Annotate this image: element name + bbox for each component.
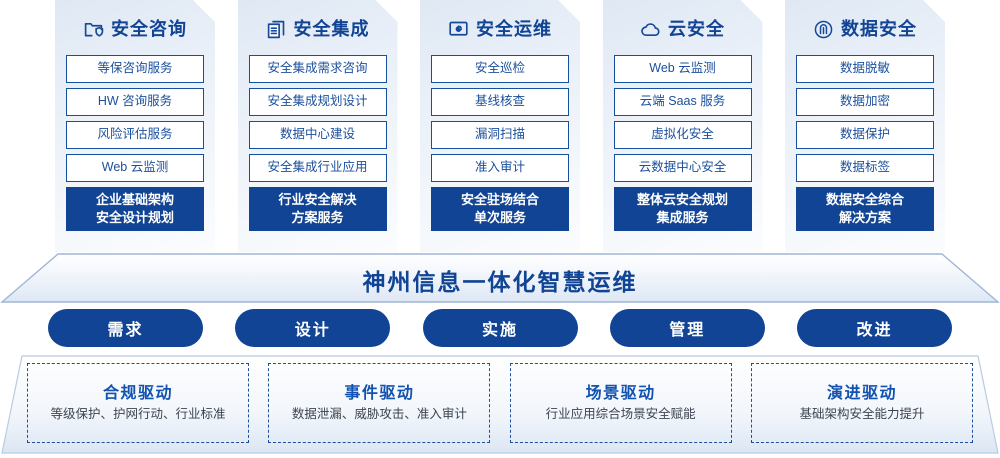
folder-shield-icon	[83, 19, 104, 40]
service-item[interactable]: 安全巡检	[431, 55, 569, 83]
card-title: 云安全	[668, 19, 725, 39]
service-item[interactable]: Web 云监测	[66, 154, 204, 182]
card-highlight-banner[interactable]: 企业基础架构 安全设计规划	[66, 187, 204, 231]
pillar-card-security-integration[interactable]: 安全集成 安全集成需求咨询 安全集成规划设计 数据中心建设 安全集成行业应用 行…	[238, 0, 398, 252]
driver-title: 场景驱动	[585, 384, 656, 402]
driver-title: 演进驱动	[826, 384, 897, 402]
driver-box-scenario[interactable]: 场景驱动 行业应用综合场景安全赋能	[509, 363, 732, 443]
pillar-cards-row: 安全咨询 等保咨询服务 HW 咨询服务 风险评估服务 Web 云监测 企业基础架…	[0, 0, 1000, 252]
service-item[interactable]: Web 云监测	[614, 55, 752, 83]
driver-description: 基础架构安全能力提升	[799, 406, 925, 421]
service-item[interactable]: 安全集成需求咨询	[249, 55, 387, 83]
driver-box-evolution[interactable]: 演进驱动 基础架构安全能力提升	[750, 363, 973, 443]
driver-box-incident[interactable]: 事件驱动 数据泄漏、威胁攻击、准入审计	[268, 363, 491, 443]
card-title: 数据安全	[841, 19, 917, 39]
stacked-documents-icon	[266, 19, 287, 40]
card-header: 安全运维	[431, 10, 569, 48]
drivers-trapezoid-shape	[1, 355, 999, 454]
pillar-card-security-consulting[interactable]: 安全咨询 等保咨询服务 HW 咨询服务 风险评估服务 Web 云监测 企业基础架…	[55, 0, 215, 252]
service-item[interactable]: 数据加密	[796, 88, 934, 116]
driver-box-compliance[interactable]: 合规驱动 等级保护、护网行动、行业标准	[27, 363, 249, 443]
driver-title: 合规驱动	[102, 384, 173, 402]
phase-pill-requirement[interactable]: 需求	[48, 309, 203, 347]
cloud-icon	[640, 19, 661, 40]
service-item[interactable]: HW 咨询服务	[66, 88, 204, 116]
banner-trapezoid-shape	[0, 253, 1000, 303]
service-item[interactable]: 数据中心建设	[249, 121, 387, 149]
service-item[interactable]: 基线核查	[431, 88, 569, 116]
phase-pill-implementation[interactable]: 实施	[422, 309, 578, 347]
service-item[interactable]: 风险评估服务	[66, 121, 204, 149]
service-item[interactable]: 安全集成规划设计	[249, 88, 387, 116]
phase-pill-improvement[interactable]: 改进	[797, 309, 952, 347]
service-item[interactable]: 漏洞扫描	[431, 121, 569, 149]
card-title: 安全集成	[293, 19, 370, 39]
service-item[interactable]: 准入审计	[431, 154, 569, 182]
pillar-card-cloud-security[interactable]: 云安全 Web 云监测 云端 Saas 服务 虚拟化安全 云数据中心安全 整体云…	[603, 0, 763, 252]
service-item[interactable]: 等保咨询服务	[66, 55, 204, 83]
card-header: 安全集成	[249, 10, 387, 48]
drivers-row: 合规驱动 等级保护、护网行动、行业标准 事件驱动 数据泄漏、威胁攻击、准入审计 …	[0, 355, 1000, 455]
card-highlight-banner[interactable]: 整体云安全规划 集成服务	[614, 187, 752, 231]
service-item[interactable]: 数据脱敏	[796, 55, 934, 83]
card-header: 安全咨询	[66, 10, 204, 48]
card-header: 数据安全	[796, 10, 934, 48]
banner-title: 神州信息一体化智慧运维	[362, 269, 638, 295]
platform-banner: 神州信息一体化智慧运维	[0, 252, 1000, 304]
card-header: 云安全	[614, 10, 752, 48]
card-highlight-banner[interactable]: 数据安全综合 解决方案	[796, 187, 934, 231]
service-item[interactable]: 云数据中心安全	[614, 154, 752, 182]
service-item[interactable]: 安全集成行业应用	[249, 154, 387, 182]
card-title: 安全咨询	[111, 19, 187, 39]
service-item[interactable]: 云端 Saas 服务	[614, 88, 752, 116]
service-item[interactable]: 数据保护	[796, 121, 934, 149]
phase-pill-design[interactable]: 设计	[235, 309, 391, 347]
card-highlight-banner[interactable]: 安全驻场结合 单次服务	[431, 187, 569, 231]
phase-pills-row: 需求 设计 实施 管理 改进	[0, 309, 1000, 347]
service-item[interactable]: 数据标签	[796, 154, 934, 182]
card-title: 安全运维	[476, 19, 552, 39]
service-item[interactable]: 虚拟化安全	[614, 121, 752, 149]
monitor-chart-icon	[448, 19, 469, 40]
pillar-card-security-operations[interactable]: 安全运维 安全巡检 基线核查 漏洞扫描 准入审计 安全驻场结合 单次服务	[420, 0, 580, 252]
driver-description: 等级保护、护网行动、行业标准	[50, 406, 226, 421]
card-highlight-banner[interactable]: 行业安全解决 方案服务	[249, 187, 387, 231]
phase-pill-management[interactable]: 管理	[609, 309, 765, 347]
pillar-card-data-security[interactable]: 数据安全 数据脱敏 数据加密 数据保护 数据标签 数据安全综合 解决方案	[785, 0, 945, 252]
driver-description: 行业应用综合场景安全赋能	[545, 406, 696, 421]
driver-title: 事件驱动	[344, 384, 415, 402]
driver-description: 数据泄漏、威胁攻击、准入审计	[291, 406, 467, 421]
fingerprint-icon	[813, 19, 834, 40]
drivers-section: 合规驱动 等级保护、护网行动、行业标准 事件驱动 数据泄漏、威胁攻击、准入审计 …	[0, 355, 1000, 455]
